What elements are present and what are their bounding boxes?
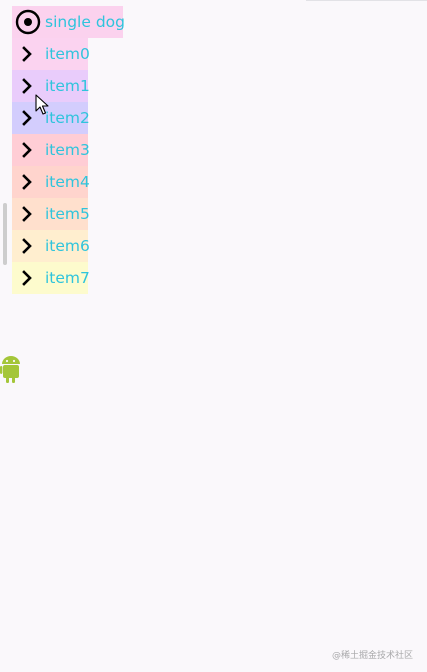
tree-item-label: item2 (45, 109, 90, 127)
tree-item-label: item7 (45, 269, 90, 287)
tree-item-label: item5 (45, 205, 90, 223)
tree-item-6[interactable]: item6 (12, 230, 90, 262)
radio-selected-icon (15, 9, 41, 35)
mouse-cursor-icon (35, 94, 49, 116)
tree-item-7[interactable]: item7 (12, 262, 90, 294)
tree-item-label: item4 (45, 173, 90, 191)
tree-item-0[interactable]: item0 (12, 38, 90, 70)
tree-header-row[interactable]: single dog (12, 6, 125, 38)
tree-item-5[interactable]: item5 (12, 198, 90, 230)
tree-item-label: item1 (45, 77, 90, 95)
chevron-right-icon (15, 265, 41, 291)
chevron-right-icon (15, 73, 41, 99)
chevron-right-icon (15, 169, 41, 195)
tree-list: single dog item0 item1 item2 item3 item4 (12, 6, 125, 294)
chevron-right-icon (15, 137, 41, 163)
chevron-right-icon (15, 201, 41, 227)
chevron-right-icon (15, 41, 41, 67)
tree-header-label: single dog (45, 13, 125, 31)
tree-item-2[interactable]: item2 (12, 102, 90, 134)
tree-item-1[interactable]: item1 (12, 70, 90, 102)
chevron-right-icon (15, 233, 41, 259)
scroll-handle[interactable] (3, 203, 7, 265)
top-divider (306, 0, 427, 1)
tree-item-4[interactable]: item4 (12, 166, 90, 198)
chevron-right-icon (15, 105, 41, 131)
android-robot-icon[interactable] (0, 355, 21, 385)
tree-item-label: item6 (45, 237, 90, 255)
tree-item-label: item0 (45, 45, 90, 63)
tree-item-label: item3 (45, 141, 90, 159)
watermark-text: @稀土掘金技术社区 (331, 651, 413, 661)
tree-item-3[interactable]: item3 (12, 134, 90, 166)
